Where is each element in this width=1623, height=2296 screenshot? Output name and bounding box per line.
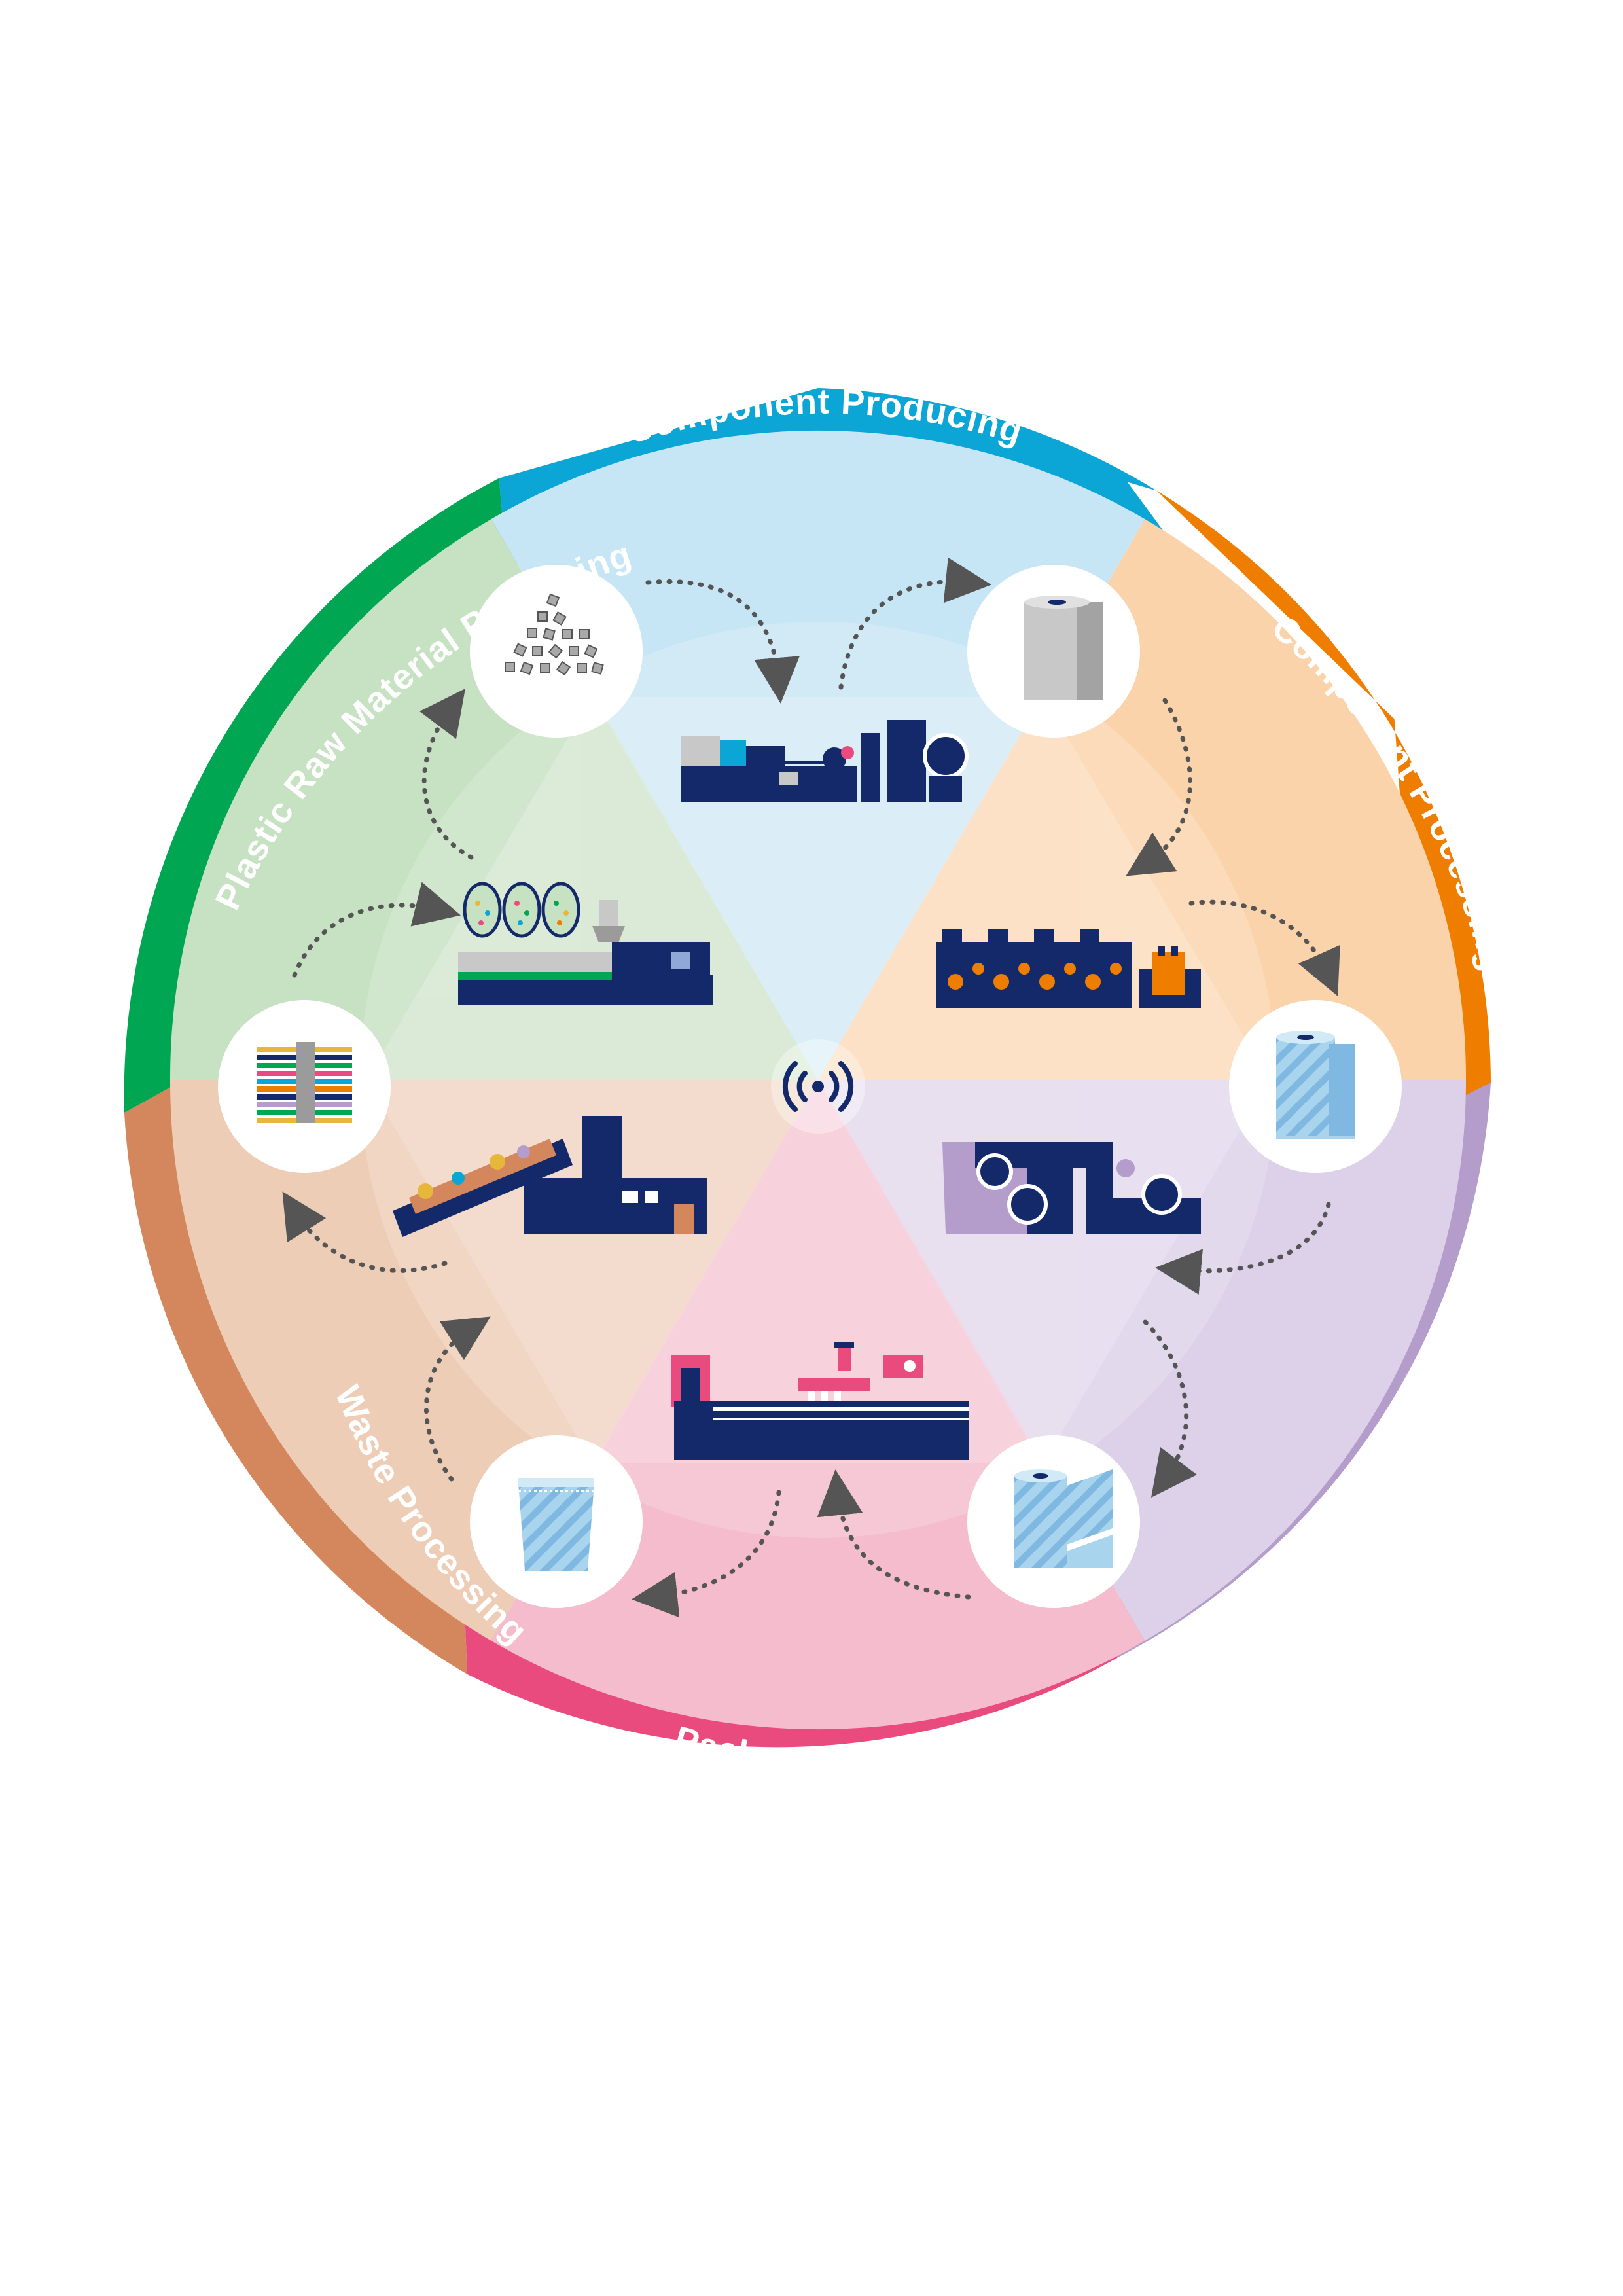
arrow-shredder-to-bales bbox=[282, 1191, 448, 1273]
granule-container-2-icon bbox=[502, 882, 541, 938]
ring-segment-component-producing bbox=[499, 388, 1170, 571]
arrow-machine-to-film-roll bbox=[838, 557, 991, 690]
bag-icon bbox=[518, 1478, 594, 1571]
laminated-roll-icon bbox=[1014, 1469, 1113, 1568]
printed-roll-icon bbox=[1276, 1031, 1355, 1139]
arrow-lam-roll-to-bag-machine bbox=[817, 1469, 971, 1600]
product-circles bbox=[218, 565, 1402, 1608]
arrow-extruder-to-granules bbox=[419, 688, 474, 860]
packaging-bag-node bbox=[470, 1435, 643, 1608]
arrow-bag-machine-to-bag bbox=[632, 1490, 781, 1618]
waste-bales-icon bbox=[257, 1042, 352, 1123]
laminated-roll-node bbox=[967, 1435, 1140, 1608]
printed-film-roll-node bbox=[1229, 1000, 1402, 1173]
arrow-laminator-to-lam-roll bbox=[1143, 1319, 1197, 1498]
film-extrusion-machine bbox=[681, 720, 969, 802]
film-roll-node bbox=[967, 565, 1140, 738]
inner-soft-circle bbox=[360, 622, 1276, 1538]
arrow-printer-to-printed-roll bbox=[1188, 899, 1340, 996]
laminating-machine bbox=[942, 1142, 1201, 1234]
granule-container-3-icon bbox=[541, 882, 580, 938]
granules-icon bbox=[505, 593, 604, 676]
plastic-granules-node bbox=[470, 565, 643, 738]
machines bbox=[393, 720, 1201, 1460]
wireless-signal-icon bbox=[782, 1061, 854, 1112]
center-hub bbox=[771, 1039, 865, 1134]
compounding-extruder bbox=[458, 882, 713, 1005]
granule-container-1-icon bbox=[463, 882, 502, 938]
arrow-printed-roll-to-laminator bbox=[1155, 1202, 1331, 1295]
recycling-shredder bbox=[393, 1116, 707, 1237]
waste-bales-node bbox=[218, 1000, 391, 1173]
bag-making-machine bbox=[671, 1342, 969, 1460]
arrow-granules-to-machine bbox=[645, 579, 800, 704]
flow-arrows bbox=[282, 557, 1340, 1618]
arrow-bag-to-shredder bbox=[423, 1316, 491, 1482]
printing-machine bbox=[936, 929, 1201, 1008]
film-roll-icon bbox=[1024, 596, 1103, 700]
